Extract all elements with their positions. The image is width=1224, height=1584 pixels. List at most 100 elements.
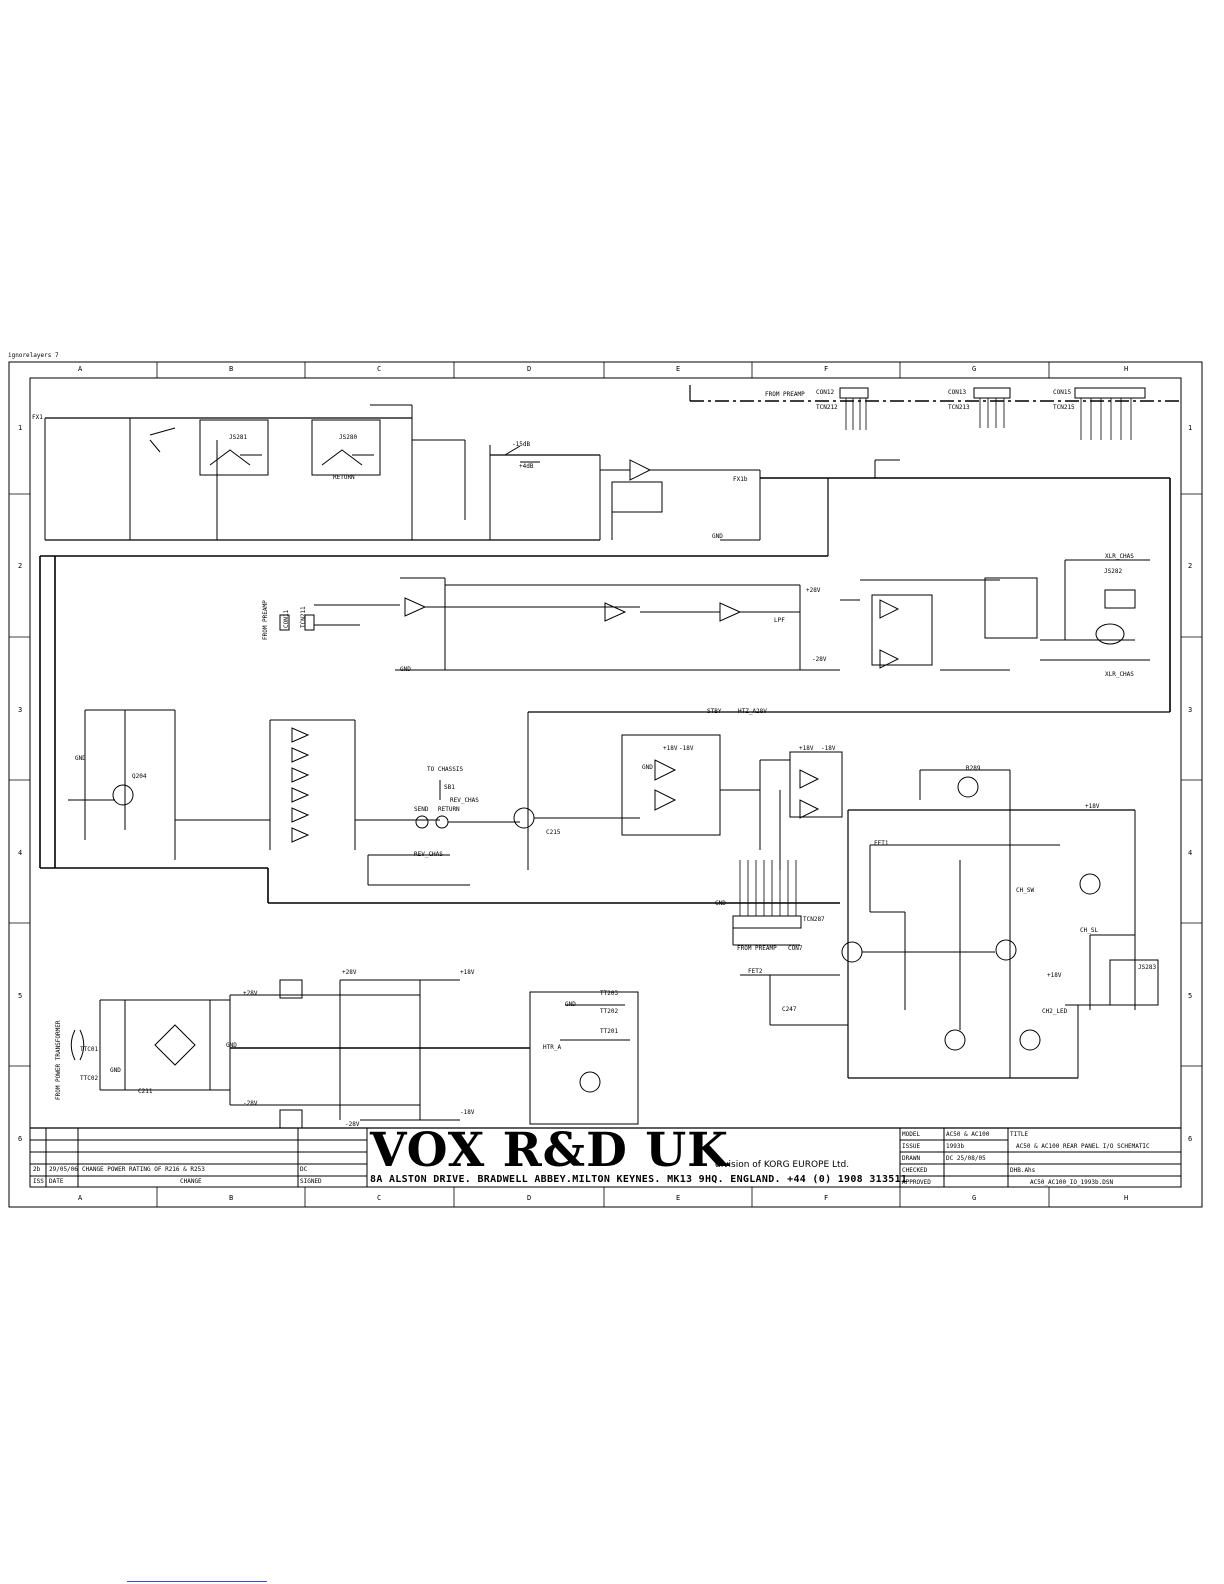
grid-col-a-bottom: A — [78, 1194, 83, 1202]
htr-a-label: HTR_A — [543, 1044, 562, 1051]
fx1-label: FX1 — [32, 414, 43, 421]
grid-col-f: F — [824, 365, 829, 373]
grid-row-5-right: 5 — [1188, 992, 1193, 1000]
rev-change: CHANGE POWER RATING OF R216 & R253 — [82, 1166, 205, 1173]
c211-label: C211 — [138, 1088, 153, 1095]
grid-row-3: 3 — [18, 706, 23, 714]
lpf-label: LPF — [774, 617, 785, 624]
ch-sl-label: CH_SL — [1080, 927, 1099, 934]
grid-col-a: A — [78, 365, 83, 373]
tb-issue-value: 1993b — [946, 1143, 965, 1150]
rev-hdr-change: CHANGE — [180, 1178, 202, 1185]
plus4db-label: +4dB — [519, 463, 534, 470]
tb-issue-label: ISSUE — [902, 1143, 921, 1150]
minus28v-label-ps: -28V — [243, 1100, 258, 1107]
grid-row-6: 6 — [18, 1135, 23, 1143]
tb-approved-label: APPROVED — [902, 1179, 931, 1186]
grid-row-2-right: 2 — [1188, 562, 1193, 570]
con13-label: CON13 — [948, 389, 967, 396]
plus18v-label-3: +18V — [1085, 803, 1100, 810]
grid-col-g-bottom: G — [972, 1194, 977, 1202]
tcn215-label: TCN215 — [1053, 404, 1075, 411]
tb-model-value: AC50 & AC100 — [946, 1131, 990, 1138]
grid-col-f-bottom: F — [824, 1194, 829, 1202]
grid-col-e-bottom: E — [676, 1194, 681, 1202]
grid-row-1-right: 1 — [1188, 424, 1193, 432]
brand-division: division of KORG EUROPE Ltd. — [715, 1160, 850, 1170]
from-preamp-2-label: FROM PREAMP — [737, 945, 777, 952]
gnd-label-8: GND — [565, 1001, 576, 1008]
return-label-top: RETURN — [333, 474, 355, 481]
plus28v-label-ps: +28V — [243, 990, 258, 997]
q204-label: Q204 — [132, 773, 147, 780]
gnd-label-5: GND — [715, 900, 726, 907]
tb-title-label: TITLE — [1010, 1131, 1029, 1138]
grid-row-3-right: 3 — [1188, 706, 1193, 714]
minus15db-label: -15dB — [512, 441, 531, 448]
js282-label: JS282 — [1104, 568, 1123, 575]
grid-col-b-bottom: B — [229, 1194, 234, 1202]
plus18v-label-2: +18V — [799, 745, 814, 752]
gnd-label-6: GND — [110, 1067, 121, 1074]
rev-signed: DC — [300, 1166, 308, 1173]
ttc02-label: TTC02 — [80, 1075, 99, 1082]
con15-label: CON15 — [1053, 389, 1072, 396]
c247-label: C247 — [782, 1006, 797, 1013]
stby-label: STBY — [707, 708, 722, 715]
con11-label: CON11 — [283, 609, 290, 628]
minus18v-label-ps: -18V — [460, 1109, 475, 1116]
tcn212-label: TCN212 — [816, 404, 838, 411]
grid-col-d-bottom: D — [527, 1194, 532, 1202]
grid-row-4-right: 4 — [1188, 849, 1193, 857]
rev-date: 29/05/06 — [49, 1166, 78, 1173]
grid-col-c-bottom: C — [377, 1194, 382, 1202]
rev-hdr-date: DATE — [49, 1178, 64, 1185]
return-label: RETURN — [438, 806, 460, 813]
gnd-label-1: GND — [712, 533, 723, 540]
grid-col-d: D — [527, 365, 532, 373]
grid-col-h-bottom: H — [1124, 1194, 1129, 1202]
grid-col-e: E — [676, 365, 681, 373]
minus18v-label: -18V — [679, 745, 694, 752]
ttc01-label: TTC01 — [80, 1046, 99, 1053]
js283-label: JS283 — [1138, 964, 1157, 971]
ch-sw-label: CH_SW — [1016, 887, 1035, 894]
fet2-label: FET2 — [748, 968, 763, 975]
gnd-label-3: GND — [75, 755, 86, 762]
rev-chas-label-1: REV_CHAS — [450, 797, 479, 804]
tb-model-label: MODEL — [902, 1131, 921, 1138]
from-power-transformer-label: FROM POWER TRANSFORMER — [55, 1020, 62, 1100]
plus28v-label: +28V — [806, 587, 821, 594]
con7-label: CON7 — [788, 945, 803, 952]
plus28v-label-ps2: +28V — [342, 969, 357, 976]
tb-drawn-label: DRAWN — [902, 1155, 921, 1162]
grid-col-g: G — [972, 365, 977, 373]
grid-row-2: 2 — [18, 562, 23, 570]
from-preamp-top-label: FROM PREAMP — [765, 391, 805, 398]
rev-number: 2b — [33, 1166, 41, 1173]
tt201-label: TT201 — [600, 1028, 619, 1035]
rev-hdr-iss: ISS — [33, 1178, 44, 1185]
gnd-label-4: GND — [642, 764, 653, 771]
tcn213-label: TCN213 — [948, 404, 970, 411]
send-label: SEND — [414, 806, 429, 813]
from-preamp-vert-label: FROM PREAMP — [262, 600, 269, 640]
rev-hdr-signed: SIGNED — [300, 1178, 322, 1185]
r289-label: R289 — [966, 765, 981, 772]
tb-drawn-value: DC 25/08/05 — [946, 1155, 986, 1162]
sheet-label: ignorelayers 7 — [8, 352, 59, 359]
grid-col-b: B — [229, 365, 234, 373]
grid-col-c: C — [377, 365, 382, 373]
bottom-link-underline — [127, 1581, 267, 1582]
grid-row-5: 5 — [18, 992, 23, 1000]
brand-logo: VOX R&D UK — [370, 1123, 730, 1178]
sb1-label: SB1 — [444, 784, 455, 791]
htz-a28v-label: HTZ_A28V — [738, 708, 767, 715]
js280-label: JS280 — [339, 434, 358, 441]
to-chassis-label: TO CHASSIS — [427, 766, 464, 773]
tb-checked-value: DHB.Ahs — [1010, 1167, 1036, 1174]
grid-row-6-right: 6 — [1188, 1135, 1193, 1143]
minus28v-label-ps2: -28V — [345, 1121, 360, 1128]
brand-address: 8A ALSTON DRIVE. BRADWELL ABBEY.MILTON K… — [370, 1174, 908, 1185]
